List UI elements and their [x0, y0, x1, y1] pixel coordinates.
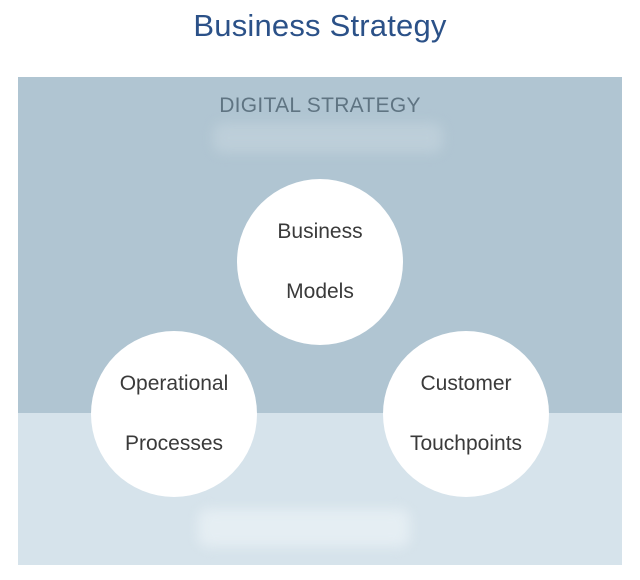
circle-label-line2: Processes — [124, 432, 224, 455]
panel-label: DIGITAL STRATEGY — [219, 94, 421, 117]
circle-label-line2: Models — [286, 280, 354, 303]
circle-label: Customer Touchpoints — [410, 339, 522, 489]
circle-label-line1: Business — [277, 220, 363, 243]
circle-customer-touchpoints: Customer Touchpoints — [383, 331, 549, 497]
faint-text-bottom — [198, 509, 410, 547]
diagram-title: Business Strategy — [193, 8, 447, 43]
circle-operational-processes: Operational Processes — [91, 331, 257, 497]
faint-text-top — [213, 123, 443, 153]
circle-label: Business Models — [277, 187, 362, 337]
circle-label-line2: Touchpoints — [409, 432, 523, 455]
circle-business-models: Business Models — [237, 179, 403, 345]
circle-label: Operational Processes — [120, 339, 229, 489]
circle-label-line1: Operational — [119, 372, 229, 395]
circle-label-line1: Customer — [420, 372, 512, 395]
